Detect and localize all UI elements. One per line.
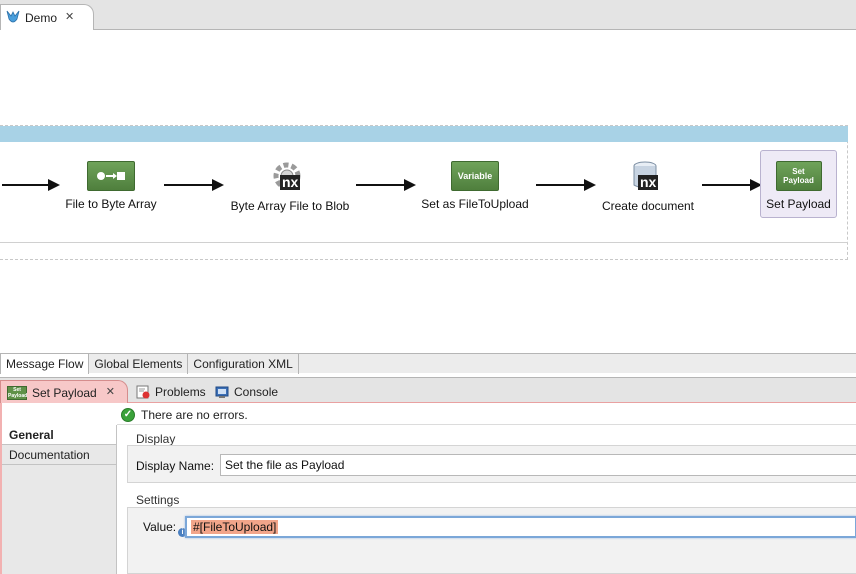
display-name-value: Set the file as Payload	[225, 458, 345, 472]
close-icon[interactable]: ✕	[65, 11, 75, 23]
display-group: Display Name: Set the file as Payload	[127, 445, 856, 483]
nuxeo-database-icon: nx	[628, 161, 668, 193]
section-general[interactable]: General	[2, 425, 116, 445]
display-name-label: Display Name:	[136, 459, 215, 473]
flow-canvas[interactable]: File to Byte Array nx Byte Array File to…	[0, 30, 856, 353]
node-label: Set Payload	[766, 197, 831, 211]
info-icon[interactable]: i	[178, 528, 187, 537]
flow-arrow	[536, 179, 596, 191]
properties-panel: ✓ There are no errors. General Documenta…	[0, 403, 856, 574]
editor-mode-tabs: Message Flow Global Elements Configurati…	[0, 353, 856, 374]
flow-node-create-document[interactable]: nx Create document	[597, 161, 699, 213]
tab-label: Set Payload	[32, 385, 97, 400]
editor-tab-demo[interactable]: Demo ✕	[0, 4, 94, 30]
view-tab-bar: Set Payload Set Payload ✕ Problems Conso…	[0, 377, 856, 404]
editor-tab-bar: Demo ✕	[0, 0, 856, 30]
value-expression: #[FileToUpload]	[191, 520, 279, 534]
file-to-byte-array-transformer-icon	[87, 161, 135, 191]
tab-message-flow[interactable]: Message Flow	[0, 354, 90, 374]
tab-console[interactable]: Console	[209, 380, 284, 404]
variable-icon: Variable	[451, 161, 499, 191]
value-label: Value:	[143, 520, 177, 534]
editor-tab-label: Demo	[25, 10, 58, 25]
status-text: There are no errors.	[141, 407, 248, 422]
flow-container[interactable]	[0, 125, 848, 260]
set-payload-icon: Set Payload	[775, 161, 822, 191]
tab-label: Console	[234, 385, 279, 399]
display-section-title: Display	[136, 432, 176, 446]
node-label: Byte Array File to Blob	[230, 199, 350, 213]
flow-node-byte-array-file-to-blob[interactable]: nx Byte Array File to Blob	[226, 161, 354, 213]
flow-header-bar	[0, 126, 848, 142]
display-name-field[interactable]: Set the file as Payload	[220, 454, 856, 476]
flow-node-set-payload[interactable]: Set Payload Set Payload	[760, 150, 837, 218]
active-view-border	[0, 403, 2, 574]
flow-arrow	[2, 179, 60, 191]
flow-arrow	[164, 179, 224, 191]
tab-global-elements[interactable]: Global Elements	[89, 354, 189, 374]
validation-status: ✓ There are no errors.	[117, 405, 856, 425]
problems-icon	[136, 385, 150, 399]
close-icon[interactable]: ✕	[105, 386, 115, 398]
tab-problems[interactable]: Problems	[130, 380, 212, 404]
check-icon: ✓	[121, 407, 135, 422]
node-label: Set as FileToUpload	[421, 197, 529, 211]
node-label: Create document	[601, 199, 695, 213]
properties-section-list: General Documentation	[2, 425, 117, 574]
value-field[interactable]: #[FileToUpload]	[185, 516, 856, 538]
tab-set-payload[interactable]: Set Payload Set Payload ✕	[0, 380, 128, 404]
nuxeo-gear-icon: nx	[270, 161, 310, 193]
flow-node-file-to-byte-array[interactable]: File to Byte Array	[61, 161, 161, 211]
console-icon	[215, 386, 229, 398]
mule-app-icon	[6, 10, 20, 22]
flow-divider	[0, 242, 848, 243]
section-documentation[interactable]: Documentation	[2, 445, 116, 465]
settings-group: Value: i #[FileToUpload]	[127, 507, 856, 574]
flow-node-set-as-filetoupload[interactable]: Variable Set as FileToUpload	[416, 161, 534, 211]
flow-arrow	[356, 179, 416, 191]
tab-label: Problems	[155, 385, 206, 399]
flow-arrow	[702, 179, 762, 191]
settings-section-title: Settings	[136, 493, 180, 507]
node-label: File to Byte Array	[65, 197, 157, 211]
set-payload-icon: Set Payload	[7, 385, 28, 400]
tab-configuration-xml[interactable]: Configuration XML	[188, 354, 299, 374]
